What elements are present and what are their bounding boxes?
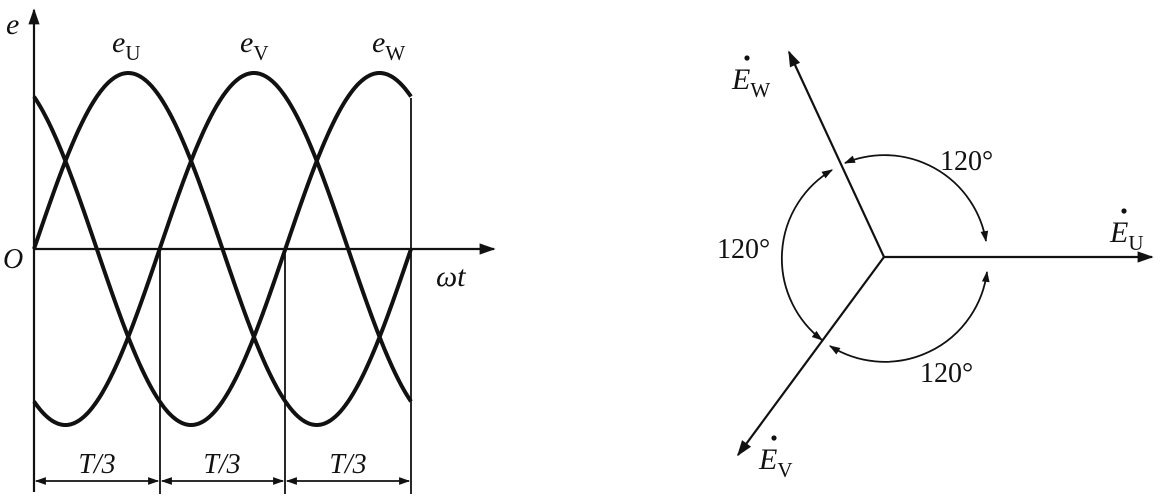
phasor-label-eu: EU [1109,208,1144,255]
angle-label-3: 120° [920,358,973,389]
angle-label-2: 120° [717,234,770,265]
dot-accent [771,435,777,441]
phasor-ew [788,50,885,258]
phasor-panel: 120° 120° 120° EU EW EV [717,50,1154,482]
svg-text:EV: EV [758,443,793,482]
dot-accent [744,55,750,61]
curve-ew [32,71,413,427]
curve-eu [32,71,413,427]
svg-text:EU: EU [1109,216,1144,255]
y-axis-label: e [6,8,19,41]
phasor-ev [737,256,885,457]
curve-ev [32,71,413,427]
interval-label-3: T/3 [329,449,366,480]
svg-text:EW: EW [731,63,770,102]
dot-accent [1121,208,1127,214]
arc-w-v [780,169,833,341]
phasor-label-ew: EW [731,55,770,102]
phasor-label-ev: EV [758,435,793,482]
curve-label-ev: eV [240,26,269,65]
x-axis-label: ωt [436,260,466,293]
interval-label-2: T/3 [203,449,240,480]
arc-v-u [829,270,990,363]
origin-label: O [3,244,23,275]
arc-u-w [843,154,989,243]
curve-label-eu: eU [112,26,141,65]
interval-label-1: T/3 [78,449,115,480]
waveform-panel: e O ωt eU eV eW T/3 T/3 T/3 [3,8,496,494]
curve-label-ew: eW [372,26,405,65]
angle-label-1: 120° [940,146,993,177]
